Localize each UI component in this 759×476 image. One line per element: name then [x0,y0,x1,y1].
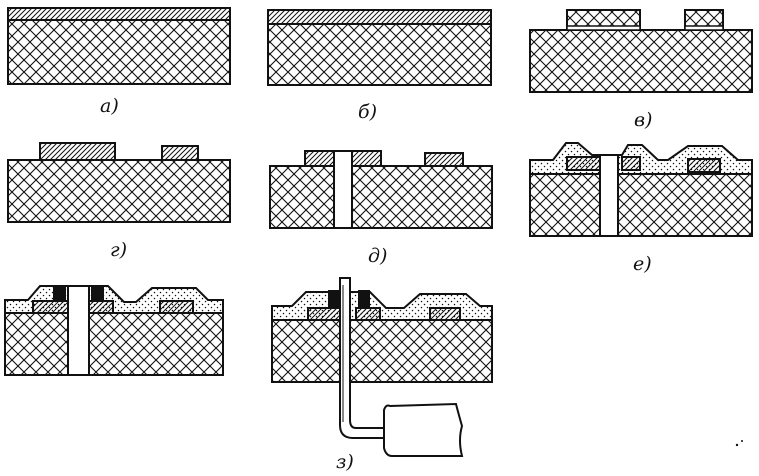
caption-a: а) [100,95,119,117]
step-zh [4,285,224,376]
metal-film-layer [7,7,231,21]
via-hole [599,154,619,237]
contact-plug [91,286,104,301]
step-b: б) [267,9,492,123]
substrate [7,19,231,85]
step-a: а) [7,7,231,117]
caption-z: з) [336,451,354,473]
metal-pad [86,300,114,314]
substrate [529,29,753,93]
contact-plug [358,290,370,308]
scan-speck [735,440,743,447]
substrate [271,319,493,383]
step-d: д) [269,150,493,267]
substrate [4,312,224,376]
contact-plug [328,290,342,308]
metal-pad [32,300,71,314]
metal-pad [161,145,199,161]
external-device [383,402,464,457]
step-g: г) [7,142,231,261]
step-e: е) [529,142,753,275]
metal-pad [307,307,342,321]
via-hole [67,285,90,376]
via-hole [333,150,353,229]
step-z: з) [271,277,493,473]
thin-film-layer [267,9,492,25]
substrate [267,23,492,86]
contact-plug [53,286,66,301]
substrate [7,159,231,223]
metal-pad [566,156,602,171]
film-under-resist [684,25,724,31]
metal-pad [39,142,116,161]
substrate [269,165,493,229]
caption-v: в) [634,109,652,131]
metal-pad [429,307,461,321]
metal-pad [621,156,641,171]
step-v: в) [529,9,753,131]
caption-g: г) [110,239,127,261]
metal-pad [687,158,721,173]
metal-pad [355,307,381,321]
metal-pad [424,152,464,167]
caption-e: е) [633,253,652,275]
film-under-resist [566,25,641,31]
caption-d: д) [368,245,387,267]
caption-b: б) [358,101,377,123]
substrate [529,173,753,237]
metal-pad [159,300,194,314]
